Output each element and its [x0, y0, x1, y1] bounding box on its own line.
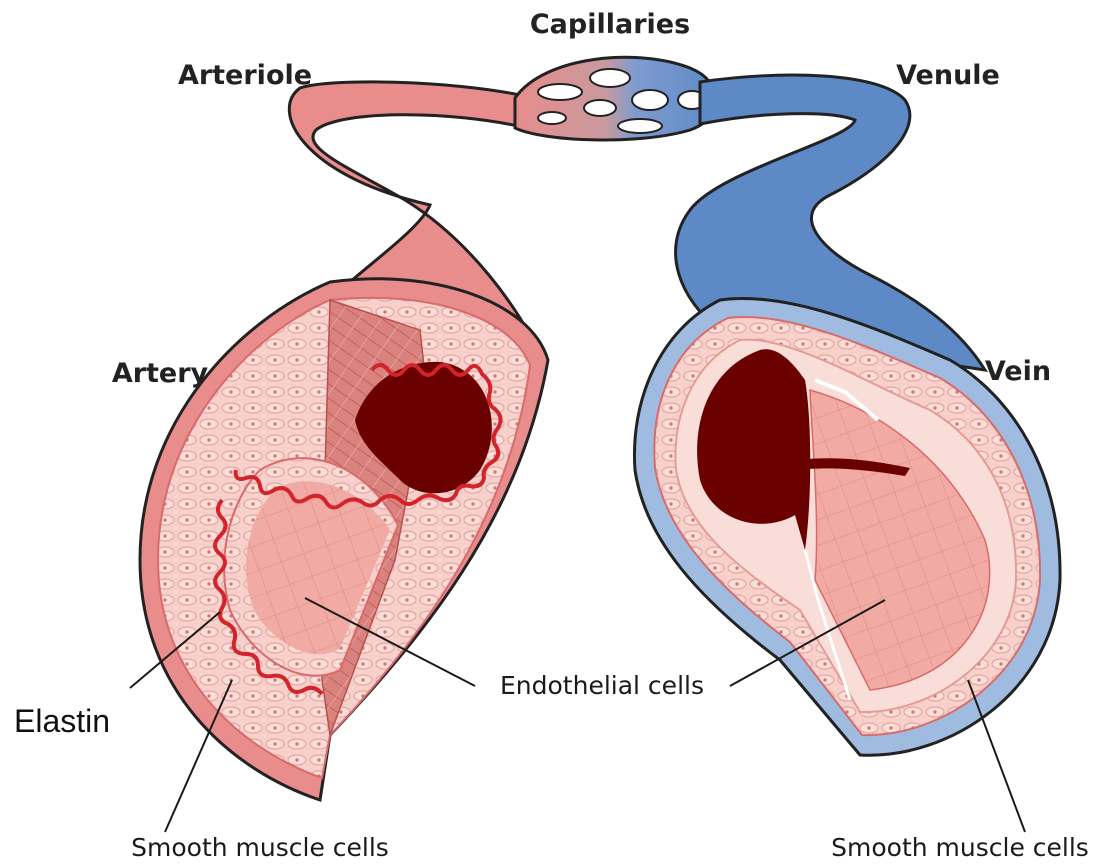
artery-label: Artery: [112, 358, 209, 389]
vein-label: Vein: [985, 356, 1051, 387]
capillaries-label: Capillaries: [530, 9, 690, 40]
arteriole-label: Arteriole: [178, 60, 312, 91]
smooth-muscle-cells-right-label: Smooth muscle cells: [831, 833, 1089, 862]
venule-label: Venule: [896, 60, 1000, 91]
smooth-muscle-cells-left-label: Smooth muscle cells: [131, 833, 389, 862]
endothelial-cells-label: Endothelial cells: [500, 671, 704, 700]
capillary-network: [515, 57, 716, 140]
elastin-label: Elastin: [14, 703, 110, 739]
artery-cross-section: [140, 279, 548, 800]
